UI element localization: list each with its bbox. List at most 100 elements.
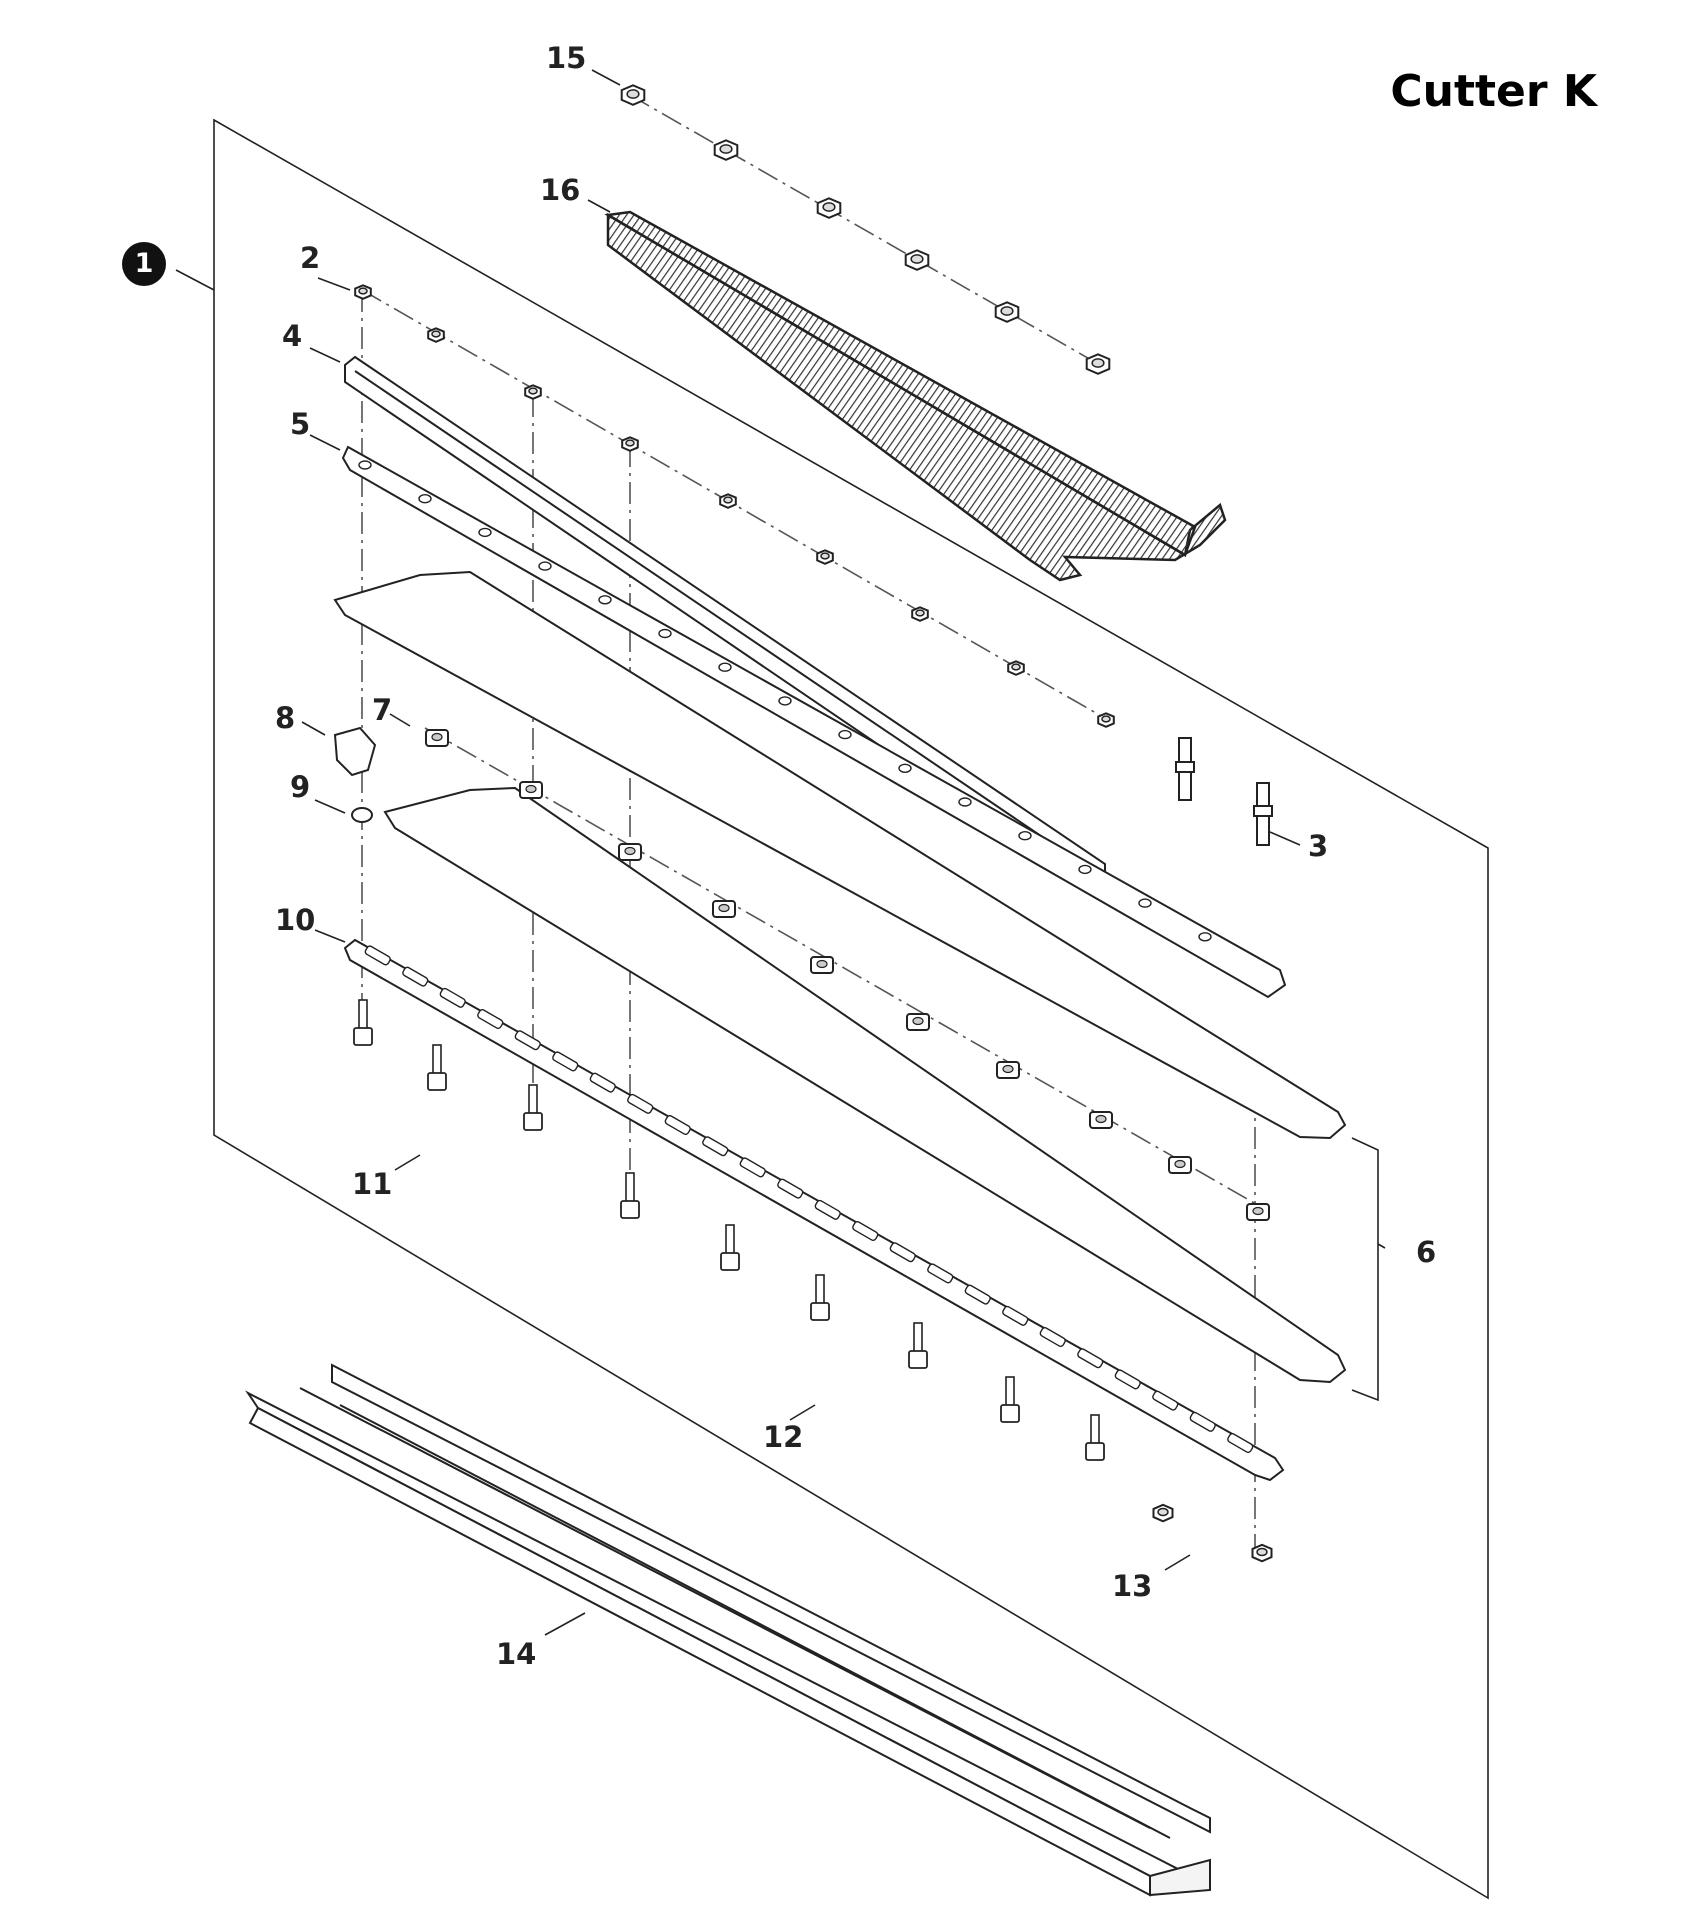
- assembly-number-badge: 1: [122, 242, 166, 286]
- assembly-frame: [213, 118, 1489, 1900]
- plate-hole: [358, 460, 372, 470]
- leader-lines: [175, 69, 1386, 1636]
- plate-hole: [418, 494, 432, 504]
- small-nut: [621, 436, 639, 452]
- callout-8: 8: [275, 701, 296, 735]
- callout-13: 13: [1112, 1569, 1153, 1603]
- plate-hole: [1198, 932, 1212, 942]
- slotted-plate: [343, 938, 1285, 1482]
- callout-15: 15: [546, 41, 587, 75]
- callout-12: 12: [763, 1420, 804, 1454]
- lower-guide-rail: [245, 1363, 1211, 1897]
- hex-socket-screw: [908, 1322, 928, 1369]
- plate-slot: [364, 945, 391, 966]
- nut-set: [354, 84, 1273, 1563]
- plate-slot: [552, 1051, 579, 1072]
- washer-part: [351, 807, 373, 823]
- lock-nut: [1152, 1503, 1174, 1523]
- plate-hole: [1078, 864, 1092, 875]
- plate-slot: [514, 1030, 541, 1051]
- plate-hole: [1018, 831, 1032, 841]
- flange-nut: [816, 197, 842, 219]
- slide-block: [906, 1013, 930, 1031]
- screw-set: [353, 999, 1105, 1461]
- flange-nut: [1085, 353, 1111, 375]
- callout-5: 5: [290, 407, 311, 441]
- plate-hole: [838, 729, 852, 740]
- spacer-plate: [341, 445, 1287, 999]
- callout-7: 7: [372, 693, 393, 727]
- plate-hole: [718, 662, 732, 672]
- plate-slot: [889, 1242, 916, 1263]
- plate-slot: [664, 1115, 691, 1136]
- small-nut: [524, 384, 542, 400]
- hex-socket-screw: [1085, 1414, 1105, 1461]
- rail-hole-set: [358, 460, 1254, 1454]
- plate-slot: [852, 1221, 879, 1242]
- lock-nut: [1251, 1543, 1273, 1563]
- callout-10: 10: [275, 903, 316, 937]
- hex-socket-screw: [810, 1274, 830, 1321]
- callout-3: 3: [1308, 829, 1329, 863]
- slide-block-set: [425, 729, 1270, 1221]
- finger-guard: [604, 210, 1227, 582]
- plate-slot: [1152, 1390, 1179, 1411]
- slide-block: [1168, 1156, 1192, 1174]
- callout-2: 2: [300, 241, 321, 275]
- plate-slot: [1114, 1369, 1141, 1390]
- slide-block: [425, 729, 449, 747]
- clip-part: [333, 726, 377, 777]
- blade-assembly-bracket: [1351, 1137, 1379, 1402]
- plate-slot: [402, 966, 429, 987]
- plate-slot: [777, 1178, 804, 1199]
- plate-slot: [739, 1157, 766, 1178]
- callout-14: 14: [496, 1637, 537, 1671]
- plate-slot: [927, 1263, 954, 1284]
- plate-hole: [478, 527, 492, 538]
- slide-block: [996, 1061, 1020, 1079]
- hex-socket-screw: [1000, 1376, 1020, 1423]
- callout-6: 6: [1416, 1235, 1437, 1269]
- plate-slot: [1077, 1348, 1104, 1369]
- plate-hole: [1138, 898, 1152, 908]
- flange-nut: [904, 249, 930, 271]
- small-nut: [354, 284, 372, 300]
- flange-nut: [620, 84, 646, 106]
- stud-bolts: [1175, 737, 1273, 846]
- callout-11: 11: [352, 1167, 393, 1201]
- small-nut: [1007, 660, 1025, 676]
- plate-hole: [598, 595, 612, 605]
- callout-9: 9: [290, 770, 311, 804]
- plate-hole: [538, 561, 552, 571]
- plate-hole: [958, 797, 972, 807]
- plate-slot: [1189, 1411, 1216, 1432]
- upper-blade: [333, 570, 1347, 1140]
- plate-slot: [477, 1009, 504, 1030]
- callout-4: 4: [282, 319, 303, 353]
- hex-socket-screw: [353, 999, 373, 1046]
- small-nut: [427, 327, 445, 343]
- small-nut: [911, 606, 929, 622]
- slide-block: [712, 900, 736, 918]
- plate-slot: [1039, 1327, 1066, 1348]
- plate-slot: [589, 1072, 616, 1093]
- slide-block: [1246, 1203, 1270, 1221]
- plate-slot: [1002, 1305, 1029, 1326]
- hex-socket-screw: [620, 1172, 640, 1219]
- slide-block: [1089, 1111, 1113, 1129]
- hex-socket-screw: [523, 1084, 543, 1131]
- flange-nut: [994, 301, 1020, 323]
- callout-16: 16: [540, 173, 581, 207]
- plate-slot: [439, 987, 466, 1008]
- slide-block: [810, 956, 834, 974]
- small-nut: [719, 493, 737, 509]
- page-title: Cutter K: [1390, 66, 1597, 117]
- plate-hole: [658, 628, 672, 639]
- plate-slot: [814, 1199, 841, 1220]
- hex-socket-screw: [720, 1224, 740, 1271]
- slide-block: [519, 781, 543, 799]
- flange-nut: [713, 139, 739, 161]
- lower-blade: [383, 786, 1347, 1384]
